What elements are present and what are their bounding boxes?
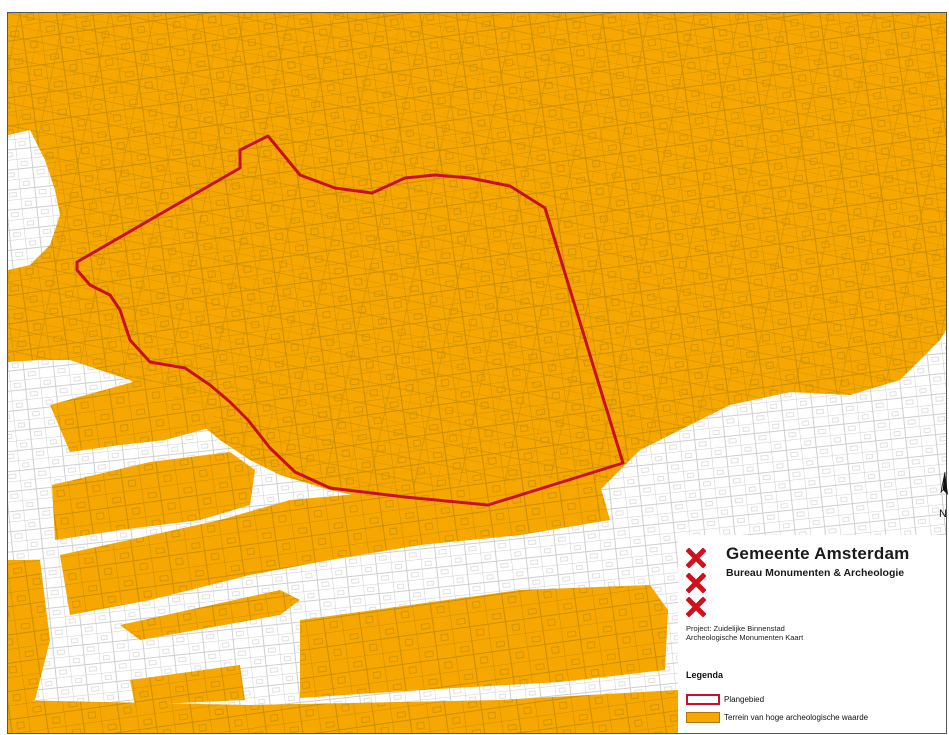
legend-label: Terrein van hoge archeologische waarde [724, 712, 869, 722]
legend-item-plangebied: Plangebied [686, 692, 764, 706]
legend-swatch-fill [686, 711, 720, 723]
logo-x-icon-2 [686, 573, 706, 593]
pier-strip-7 [8, 690, 678, 733]
project-line-1: Project: Zuidelijke Binnenstad [686, 624, 785, 633]
pier-strip-1 [50, 380, 220, 452]
pier-strip-6 [130, 665, 245, 705]
legend-title: Legenda [686, 670, 724, 680]
legend-item-terrain: Terrein van hoge archeologische waarde [686, 710, 868, 724]
pier-strip-3 [60, 478, 610, 615]
organization-name: Gemeente Amsterdam [726, 544, 910, 563]
legend-swatch-outline [686, 693, 720, 705]
project-info: Project: Zuidelijke Binnenstad Archeolog… [686, 624, 803, 642]
north-arrow-icon: N [939, 471, 948, 520]
pier-strip-2 [52, 452, 255, 540]
plangebied-boundary [75, 134, 625, 507]
legend-panel: Gemeente Amsterdam Bureau Monumenten & A… [678, 535, 946, 733]
logo-x-icon-3 [686, 597, 706, 617]
department-name: Bureau Monumenten & Archeologie [726, 567, 905, 579]
pier-strip-4 [120, 590, 300, 640]
pier-strip-8 [8, 560, 50, 705]
pier-strip-5 [300, 585, 668, 698]
north-arrow-label: N [939, 508, 947, 520]
project-line-2: Archeologische Monumenten Kaart [686, 633, 804, 642]
logo-x-icon-1 [686, 548, 706, 568]
legend-label: Plangebied [724, 694, 765, 704]
waterfront-left [8, 130, 60, 270]
